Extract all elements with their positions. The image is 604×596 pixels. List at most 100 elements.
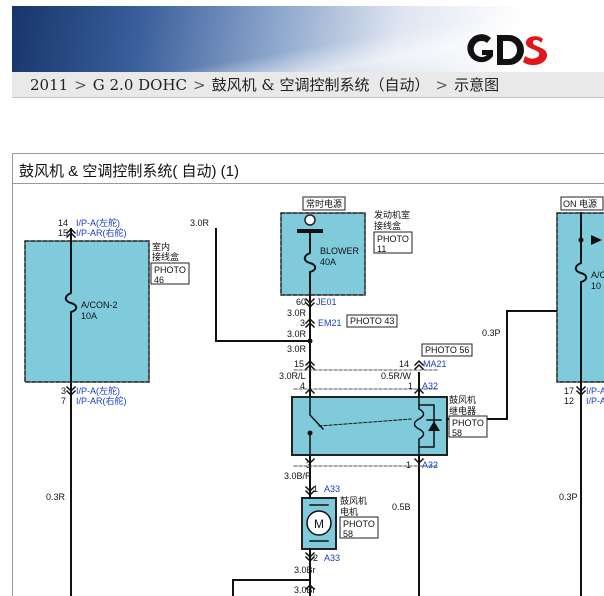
wire-3-0rl-label: 3.0R/L — [279, 371, 306, 381]
photo-58-relay-box — [448, 415, 488, 438]
relay-label-1: 鼓风机 — [449, 394, 476, 405]
wire-0-5rw-label: 0.5R/W — [381, 371, 412, 381]
diagram-panel: 鼓风机 & 空调控制系统( 自动) (1) 常时电源 ON 电源 — [12, 153, 604, 596]
wire-3-0r-left-label: 3.0R — [190, 218, 210, 228]
connector-a32-bottom-label: A32 — [422, 460, 438, 470]
pin-17-right-label: 17 — [564, 386, 574, 396]
power-source-terminal — [304, 214, 316, 226]
wiring-schematic: 常时电源 ON 电源 — [24, 196, 604, 596]
wire-3-0r-label: 3.0R — [287, 308, 307, 318]
pin-7-left-label: 7 — [61, 396, 66, 406]
pin-15-left-label: 15 — [58, 228, 68, 238]
pin-1-bottom-label: 1 — [406, 460, 411, 470]
pin-60-label: 60 — [296, 297, 306, 307]
wire-3-0br-label: 3.0B/R — [284, 471, 312, 481]
engine-box-label-2: 接线盒 — [374, 220, 401, 231]
on-power-label: ON 电源 — [563, 198, 597, 209]
fuse-blower-label: BLOWER — [320, 246, 360, 256]
relay-link-dash — [318, 418, 412, 427]
fuse-acon-right-amp: 10 — [591, 281, 601, 291]
diagram-title: 鼓风机 & 空调控制系统( 自动) (1) — [19, 163, 239, 180]
connector-ip-ar-right-bottom: I/P-AR(右舵) — [76, 395, 127, 406]
wire-3-0r-label-2: 3.0R — [287, 329, 307, 339]
photo-number-line: 11 — [377, 244, 386, 254]
connector-ip-ar-right-top: I/P-AR(右舵) — [76, 227, 127, 238]
fuse-blower-amp: 40A — [320, 257, 336, 267]
pin-14-left-label: 14 — [58, 218, 68, 228]
breadcrumb-item-current: 示意图 — [454, 76, 500, 94]
breadcrumb-separator: > — [74, 76, 87, 94]
gds-logo — [467, 34, 547, 66]
photo-56-label: PHOTO 56 — [425, 345, 469, 355]
wire-3-0br-lower-label-2: 3.0Br — [294, 585, 316, 595]
always-power-box — [302, 196, 346, 211]
connector-dividers — [293, 369, 440, 467]
breadcrumb-item-year[interactable]: 2011 — [30, 76, 69, 94]
connector-ip-ar-right: I/P-AR — [586, 396, 604, 406]
on-power-arrow-icon — [591, 235, 602, 245]
relay-diode-icon — [428, 421, 440, 431]
indoor-junction-box — [24, 240, 150, 383]
photo-46-box — [150, 262, 190, 285]
photo-56-box — [421, 343, 473, 357]
connector-ip-a-right: I/P-A — [586, 386, 604, 396]
pin-2-motor-label: 2 — [313, 553, 318, 563]
photo-43-label: PHOTO 43 — [350, 316, 394, 326]
relay-contact-node — [307, 430, 313, 436]
photo-11-box — [373, 231, 413, 254]
connector-ip-a-left-bottom: I/P-A(左舵) — [76, 385, 120, 396]
connector-chevrons — [65, 227, 587, 591]
connector-a33-top-label: A33 — [324, 484, 340, 494]
motor-label-2: 电机 — [340, 506, 358, 517]
photo-number-line: 46 — [154, 275, 164, 285]
relay-label-2: 继电器 — [449, 405, 476, 416]
pin-3-relay-label: 3 — [306, 460, 311, 470]
photo-number-line: 58 — [452, 428, 462, 438]
engine-room-junction-box — [280, 212, 366, 296]
fuse-blower-symbol — [303, 232, 317, 296]
indoor-box-label-2: 接线盒 — [152, 251, 179, 262]
wire-0-3p-lower-label: 0.3P — [559, 492, 578, 502]
wire-3-0br-lower-label: 3.0Br — [294, 565, 316, 575]
photo-58-motor-box — [339, 516, 379, 539]
motor-symbol-icon — [306, 510, 332, 536]
breadcrumb-item-system[interactable]: 鼓风机 & 空调控制系统（自动） — [211, 76, 430, 94]
connector-ip-a-left-top: I/P-A(左舵) — [76, 217, 120, 228]
photo-number-line: 58 — [343, 529, 353, 539]
blower-relay — [291, 396, 448, 456]
wire-0-3r-left-label: 0.3R — [46, 492, 66, 502]
fuse-acon2-symbol — [64, 240, 78, 383]
pin-3-left-label: 3 — [61, 386, 66, 396]
breadcrumb: 2011>G 2.0 DOHC>鼓风机 & 空调控制系统（自动）>示意图 — [12, 72, 604, 98]
wire-0-5b-label: 0.5B — [392, 502, 411, 512]
indoor-box-label-1: 室内 — [152, 241, 170, 252]
connector-je01-label: JE01 — [316, 297, 337, 307]
breadcrumb-item-engine[interactable]: G 2.0 DOHC — [92, 76, 188, 94]
photo-43-box — [346, 314, 398, 328]
engine-box-label-1: 发动机室 — [374, 209, 410, 220]
connector-ma21-label: MA21 — [423, 359, 447, 369]
always-power-label: 常时电源 — [306, 198, 342, 209]
breadcrumb-separator: > — [435, 76, 449, 94]
fuse-bar — [297, 229, 323, 233]
fuse-acon2-label: A/CON-2 — [81, 300, 118, 310]
fuse-acon-right-symbol — [574, 212, 588, 383]
wire-3-0r-label-3: 3.0R — [287, 344, 307, 354]
pin-12-right-label: 12 — [564, 396, 574, 406]
wires — [70, 228, 582, 596]
pin-1-motor-label: 1 — [313, 484, 318, 494]
app-header-banner — [12, 6, 604, 72]
pin-15-label: 15 — [294, 359, 304, 369]
connector-a33-bottom-label: A33 — [324, 553, 340, 563]
fuse-acon2-amp: 10A — [81, 311, 97, 321]
junction-node — [307, 338, 313, 344]
connector-em21-label: EM21 — [318, 318, 342, 328]
on-power-node — [578, 237, 584, 243]
on-power-box — [560, 196, 604, 211]
pin-1-top-label: 1 — [408, 381, 413, 391]
pin-14-label: 14 — [399, 359, 409, 369]
